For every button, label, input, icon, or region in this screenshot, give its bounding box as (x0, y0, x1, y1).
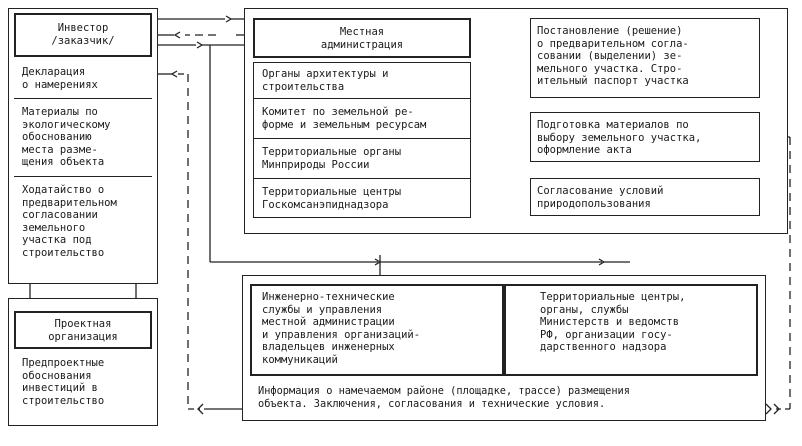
local-admin-item-3: Территориальные органы Минприроды России (262, 146, 402, 171)
investor-item-2: Материалы по экологическому обоснованию … (22, 106, 111, 168)
local-admin-items-box (253, 62, 471, 218)
right-item-1: Постановление (решение) о предварительно… (537, 25, 689, 87)
local-admin-item-2: Комитет по земельной ре- форме и земельн… (262, 106, 427, 131)
right-item-2-box (530, 112, 760, 162)
right-item-1-box (530, 18, 760, 98)
local-admin-item-1: Органы архитектуры и строительства (262, 68, 389, 93)
investor-item-1-box (14, 61, 152, 99)
project-org-title: Проектная организация (48, 318, 118, 343)
project-org-item-1: Предпроектные обоснования инвестиций в с… (22, 357, 105, 407)
local-admin-item-4: Территориальные центры Госкомсанэпиднадз… (262, 186, 402, 211)
divider (253, 178, 471, 179)
right-item-3-box (530, 178, 760, 216)
investor-item-1: Декларация о намерениях (22, 66, 98, 91)
divider (253, 138, 471, 139)
services-left-box (250, 284, 504, 376)
investor-title: Инвестор /заказчик/ (51, 22, 115, 47)
local-admin-title-box (253, 18, 471, 58)
investor-item-3: Ходатайство о предварительном согласован… (22, 184, 117, 259)
services-right-box (504, 284, 758, 376)
divider (253, 98, 471, 99)
investor-title-box (14, 13, 152, 57)
services-info: Информация о намечаемом районе (площадке… (258, 385, 630, 410)
right-item-2: Подготовка материалов по выбору земельно… (537, 119, 702, 156)
project-org-title-box (14, 311, 152, 349)
services-right: Территориальные центры, органы, службы М… (540, 291, 686, 353)
services-left: Инженерно-технические службы и управлени… (262, 291, 421, 366)
right-item-3: Согласование условий природопользования (537, 185, 664, 210)
local-admin-title: Местная администрация (320, 26, 404, 51)
investor-item-2-box (14, 99, 152, 177)
